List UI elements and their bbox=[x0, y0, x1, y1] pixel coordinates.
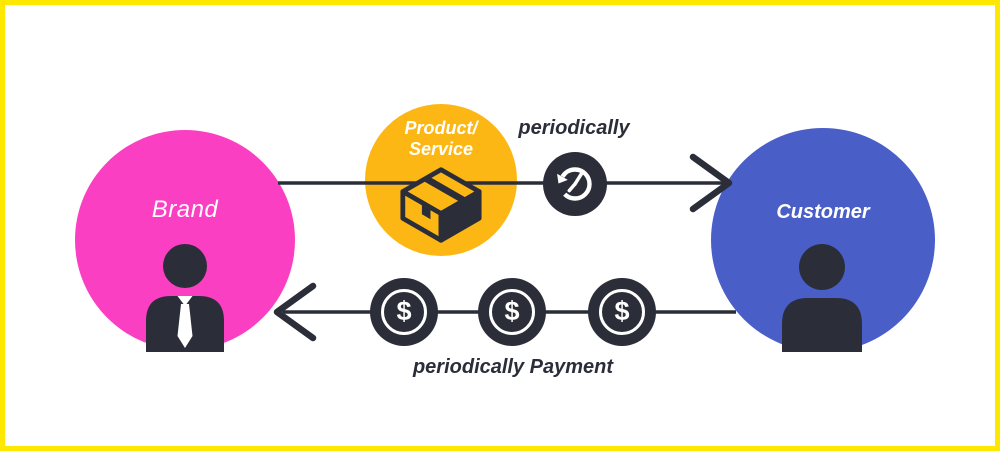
customer-label: Customer bbox=[776, 201, 870, 223]
arrowhead-right-icon bbox=[689, 153, 733, 213]
arrowhead-left-icon bbox=[273, 282, 317, 342]
dollar-coin-icon: $ bbox=[381, 289, 427, 335]
dollar-sign: $ bbox=[396, 295, 412, 326]
dollar-coin-icon: $ bbox=[599, 289, 645, 335]
dollar-coin: $ bbox=[478, 278, 546, 346]
product-service-label-line2: Service bbox=[408, 139, 474, 159]
dollar-sign: $ bbox=[614, 295, 630, 326]
dollar-coin: $ bbox=[370, 278, 438, 346]
dollar-coin: $ bbox=[588, 278, 656, 346]
person-icon bbox=[782, 244, 862, 352]
dollar-sign: $ bbox=[504, 295, 520, 326]
package-box-icon bbox=[400, 167, 482, 243]
recurring-clock-badge bbox=[543, 152, 607, 216]
periodically-payment-label: periodically Payment bbox=[412, 356, 614, 378]
periodically-label: periodically bbox=[518, 117, 630, 139]
person-with-tie-icon bbox=[146, 244, 224, 352]
recurring-clock-icon bbox=[557, 167, 592, 201]
dollar-coin-icon: $ bbox=[489, 289, 535, 335]
product-service-label: Product/ Service bbox=[365, 118, 517, 160]
brand-label: Brand bbox=[151, 196, 219, 223]
product-service-label-line1: Product/ bbox=[404, 118, 478, 138]
